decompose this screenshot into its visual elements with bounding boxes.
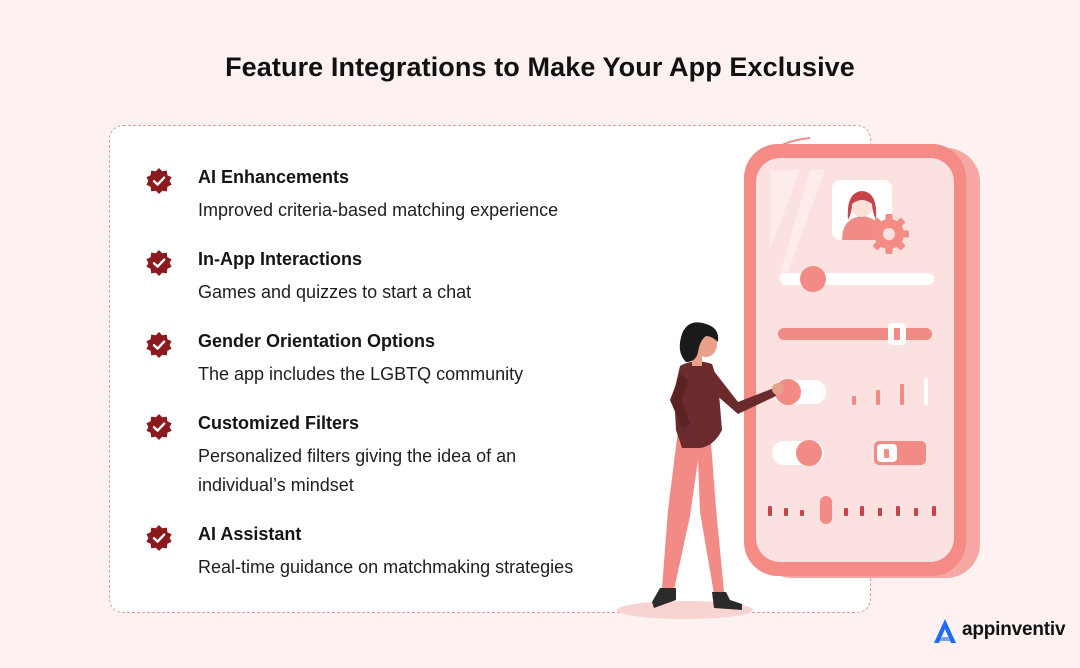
page-title: Feature Integrations to Make Your App Ex…	[225, 52, 855, 82]
toggle-switch	[874, 441, 926, 465]
toggle-switch	[772, 440, 824, 466]
feature-description: Real-time guidance on matchmaking strate…	[198, 557, 574, 577]
feature-title: Customized Filters	[198, 413, 360, 433]
check-badge-icon	[146, 525, 172, 551]
feature-description: Improved criteria-based matching experie…	[198, 200, 559, 220]
gear-icon	[869, 214, 909, 254]
check-badge-icon	[146, 332, 172, 358]
feature-title: AI Assistant	[198, 524, 302, 544]
phone-illustration	[617, 137, 980, 619]
feature-title: In-App Interactions	[198, 249, 363, 269]
brand-name: appinventiv	[962, 619, 1066, 640]
feature-title: Gender Orientation Options	[198, 331, 436, 351]
dotted-slider	[768, 496, 936, 524]
slider-control	[778, 323, 932, 345]
check-badge-icon	[146, 168, 172, 194]
feature-description: The app includes the LGBTQ community	[198, 364, 524, 384]
appinventiv-logo-icon	[934, 619, 956, 643]
feature-description: Personalized filters giving the idea of …	[198, 446, 517, 495]
feature-description: Games and quizzes to start a chat	[198, 282, 472, 302]
woman-figure	[652, 322, 784, 610]
check-badge-icon	[146, 414, 172, 440]
feature-title: AI Enhancements	[198, 167, 350, 187]
level-bars	[852, 378, 928, 405]
check-badge-icon	[146, 250, 172, 276]
slider-control	[780, 266, 934, 292]
